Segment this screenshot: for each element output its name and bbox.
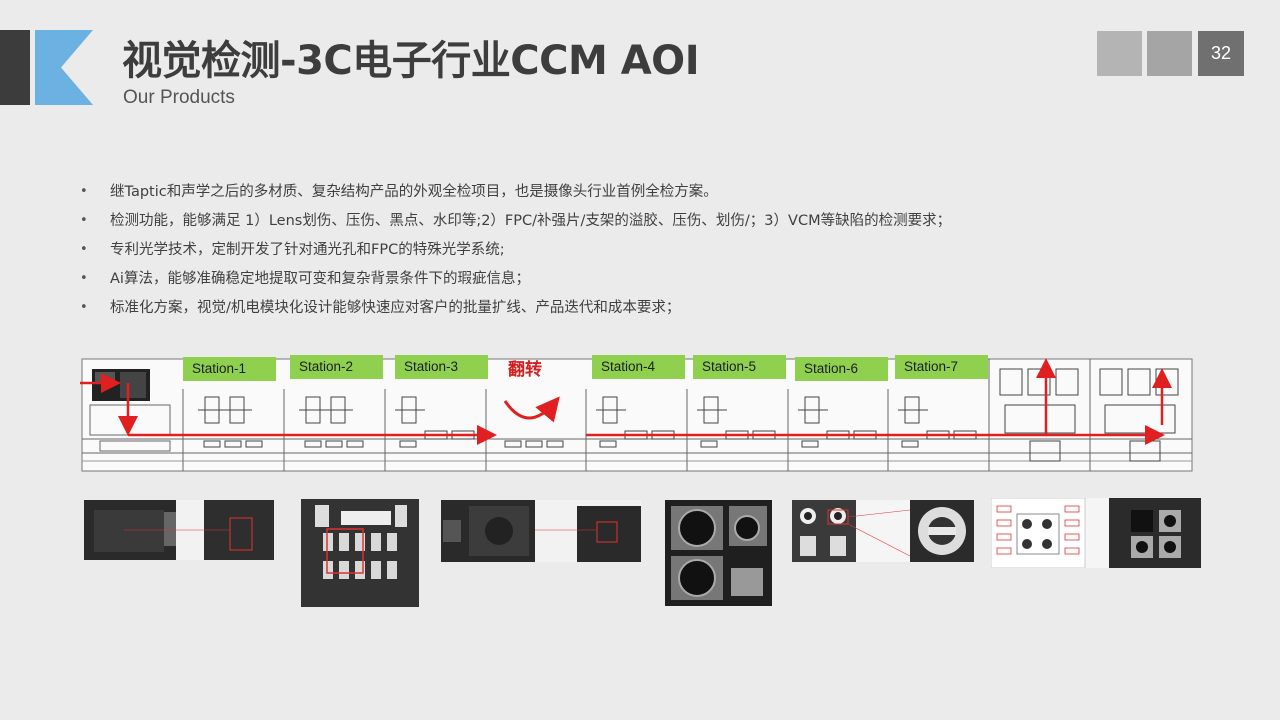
bullet-item: • Ai算法，能够准确稳定地提取可变和复杂背景条件下的瑕疵信息； (80, 267, 1180, 296)
defect-sample-image-6 (991, 498, 1201, 568)
station-label-2: Station-2 (290, 355, 383, 379)
bullet-dot-icon: • (80, 271, 88, 286)
bullet-item: • 继Taptic和声学之后的多材质、复杂结构产品的外观全检项目，也是摄像头行业首… (80, 180, 1180, 209)
page-title: 视觉检测-3C电子行业CCM AOI (122, 38, 700, 84)
defect-sample-image-1 (84, 500, 274, 560)
page-subtitle: Our Products (123, 87, 235, 108)
bullet-text: 检测功能，能够满足 1）Lens划伤、压伤、黑点、水印等;2）FPC/补强片/支… (110, 213, 952, 229)
station-line-diagram: Station-1 Station-2 Station-3 翻转 Station… (80, 355, 1195, 475)
bullet-item: • 检测功能，能够满足 1）Lens划伤、压伤、黑点、水印等;2）FPC/补强片/… (80, 209, 1180, 238)
station-label-4: Station-4 (592, 355, 685, 379)
bullet-dot-icon: • (80, 300, 88, 315)
decor-square-2 (1147, 31, 1192, 76)
logo-mark (35, 30, 93, 105)
page-number: 32 (1198, 31, 1244, 76)
bullet-text: Ai算法，能够准确稳定地提取可变和复杂背景条件下的瑕疵信息； (110, 271, 530, 287)
defect-sample-image-5 (792, 500, 974, 562)
defect-sample-image-2 (301, 499, 419, 607)
logo-dark-bar (0, 30, 30, 105)
bullet-item: • 标准化方案，视觉/机电模块化设计能够快速应对客户的批量扩线、产品迭代和成本要求… (80, 296, 1180, 325)
bullet-text: 继Taptic和声学之后的多材质、复杂结构产品的外观全检项目，也是摄像头行业首例… (110, 184, 718, 200)
station-label-3: Station-3 (395, 355, 488, 379)
decor-square-1 (1097, 31, 1142, 76)
bullet-text: 专利光学技术，定制开发了针对通光孔和FPC的特殊光学系统; (110, 242, 505, 258)
bullet-dot-icon: • (80, 184, 88, 199)
bullet-item: • 专利光学技术，定制开发了针对通光孔和FPC的特殊光学系统; (80, 238, 1180, 267)
flip-label: 翻转 (508, 360, 542, 380)
bullet-list: • 继Taptic和声学之后的多材质、复杂结构产品的外观全检项目，也是摄像头行业首… (80, 180, 1180, 325)
bullet-text: 标准化方案，视觉/机电模块化设计能够快速应对客户的批量扩线、产品迭代和成本要求； (110, 300, 681, 316)
station-label-5: Station-5 (693, 355, 786, 379)
bullet-dot-icon: • (80, 242, 88, 257)
station-label-6: Station-6 (795, 357, 888, 381)
station-label-7: Station-7 (895, 355, 988, 379)
defect-sample-image-4 (665, 500, 772, 606)
station-label-1: Station-1 (183, 357, 276, 381)
defect-sample-image-3 (441, 500, 641, 562)
bullet-dot-icon: • (80, 213, 88, 228)
